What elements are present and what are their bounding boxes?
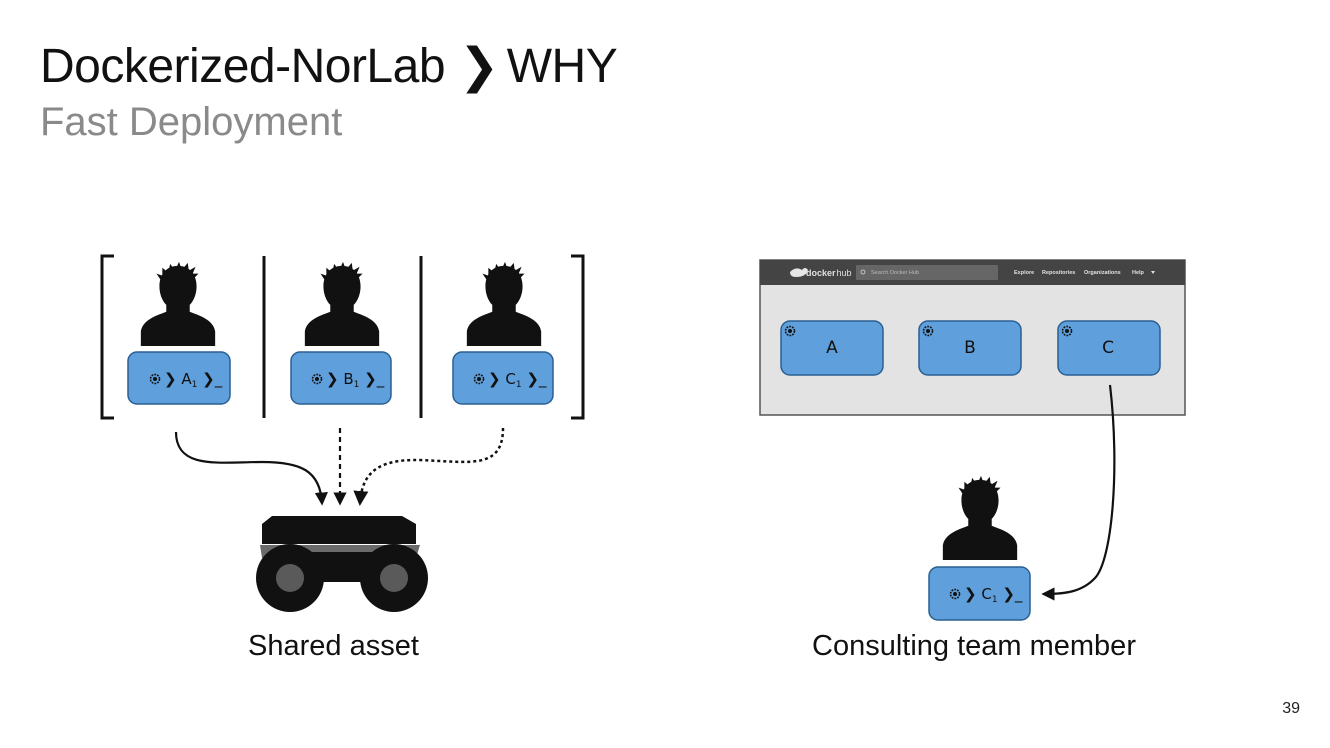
dockerhub-window: dockerhub Search Docker Hub Explore Repo… [759, 259, 1186, 416]
dockerhub-logo: dockerhub [806, 268, 852, 278]
person-icon [140, 261, 216, 346]
terminal-box [290, 351, 392, 405]
search-icon [860, 269, 866, 275]
slide-subtitle: Fast Deployment [40, 100, 343, 144]
repo-label: A [826, 338, 838, 358]
person-icon [304, 261, 380, 346]
robot-icon [256, 516, 428, 612]
developer-a: ❯ A1 ❯_ [127, 261, 231, 405]
terminal-label: ❯ B1 ❯_ [326, 370, 385, 390]
title-suffix: WHY [506, 40, 618, 93]
pull-arrow [1041, 384, 1116, 601]
repo-card-b[interactable]: B [918, 320, 1022, 376]
page-number: 39 [1282, 700, 1300, 717]
bracket-group [100, 254, 585, 420]
repo-card-a[interactable]: A [780, 320, 884, 376]
terminal-box [452, 351, 554, 405]
title-text: Dockerized-NorLab [40, 40, 446, 93]
terminal-label: ❯ C1 ❯_ [488, 370, 547, 390]
developer-c: ❯ C1 ❯_ [452, 261, 554, 405]
dockerhub-search-bar[interactable] [856, 265, 998, 280]
whale-icon [790, 268, 808, 277]
slide-title: Dockerized-NorLab❯WHY [40, 38, 618, 94]
nav-explore[interactable]: Explore [1014, 270, 1034, 276]
terminal-label: ❯ A1 ❯_ [164, 370, 223, 390]
repo-card-c[interactable]: C [1057, 320, 1161, 376]
terminal-box [127, 351, 231, 405]
consultant: ❯ C1 ❯_ [928, 475, 1031, 621]
terminal-label: ❯ C1 ❯_ [964, 585, 1023, 605]
caption-consulting-member: Consulting team member [812, 630, 1136, 662]
caption-shared-asset: Shared asset [248, 630, 419, 662]
chevron-right-icon: ❯ [459, 40, 499, 93]
nav-organizations[interactable]: Organizations [1084, 270, 1121, 276]
arrow-solid [174, 431, 328, 506]
developer-b: ❯ B1 ❯_ [290, 261, 392, 405]
terminal-box [928, 566, 1031, 621]
chevron-down-icon [1151, 271, 1155, 274]
person-icon [942, 475, 1018, 560]
arrow-dotted [353, 427, 505, 506]
repo-label: B [964, 338, 976, 358]
nav-help[interactable]: Help [1132, 270, 1145, 276]
repo-label: C [1102, 338, 1114, 358]
nav-repositories[interactable]: Repositories [1042, 270, 1075, 276]
person-icon [466, 261, 542, 346]
search-placeholder: Search Docker Hub [871, 270, 919, 276]
